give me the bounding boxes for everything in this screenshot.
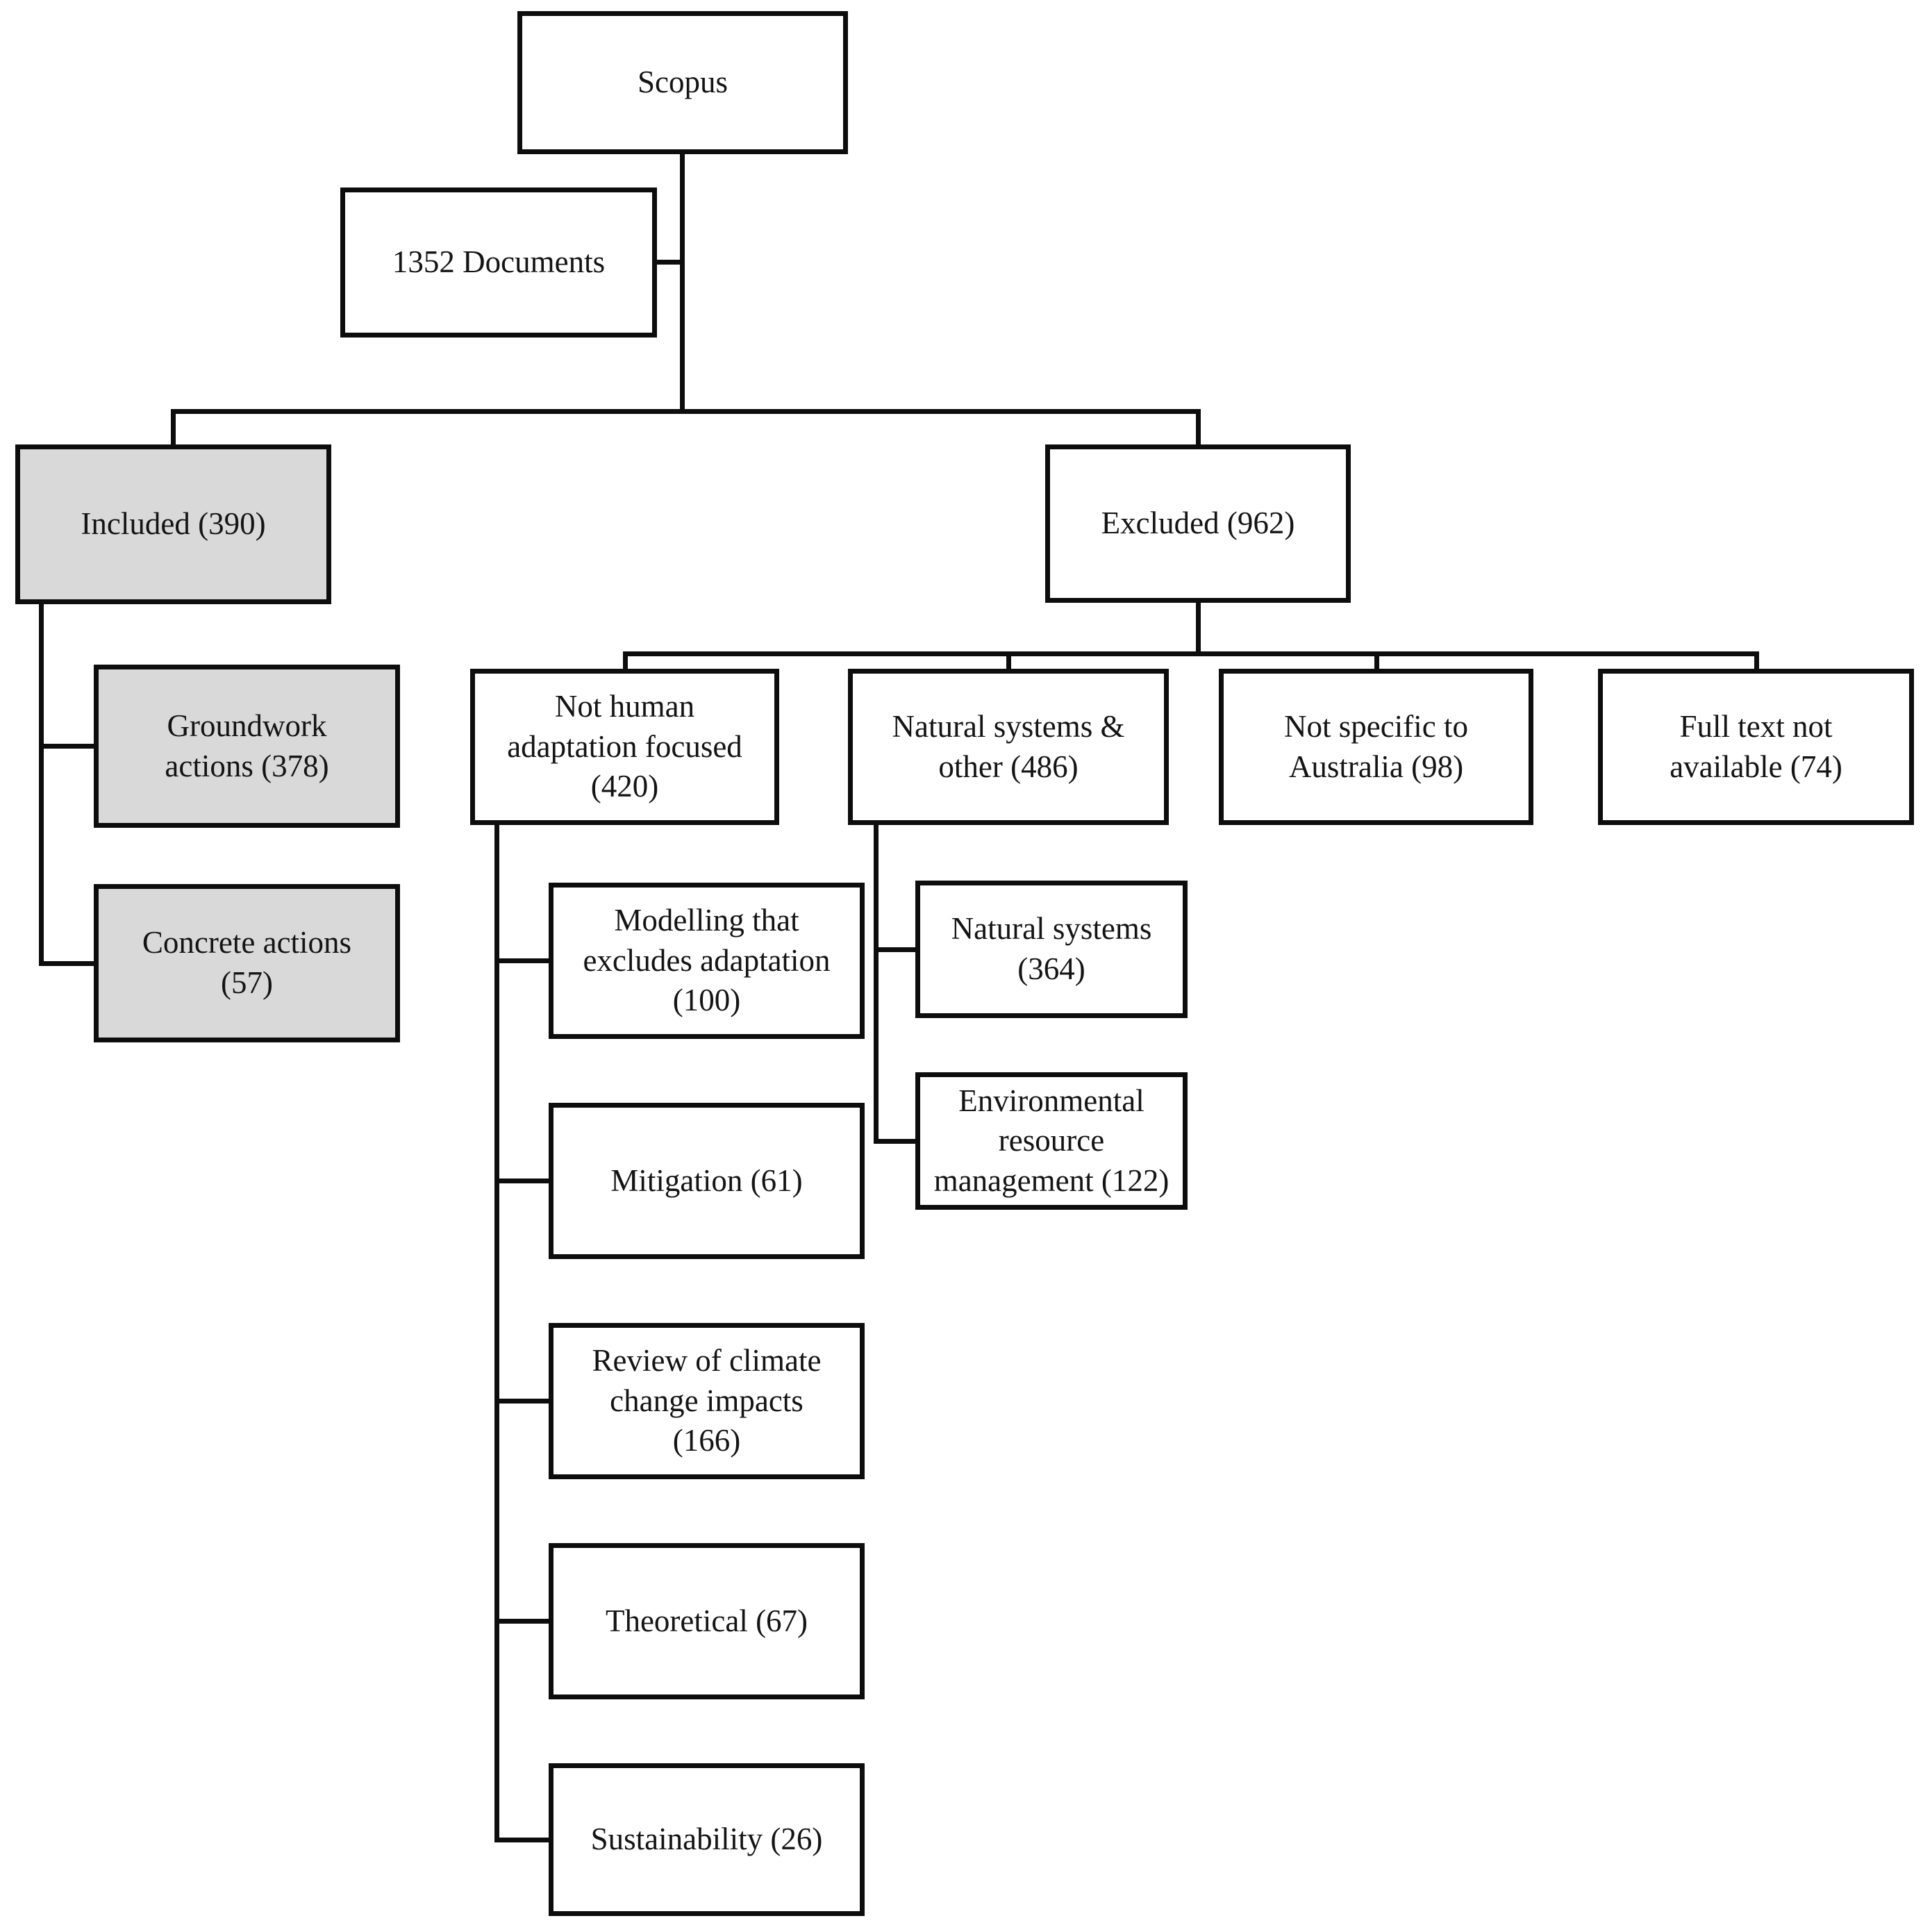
edge-sustainability-stub [494, 1838, 553, 1842]
edge-modelling-stub [494, 958, 553, 963]
edge-drop-not-australia [1374, 651, 1379, 672]
edge-included-spine [39, 601, 44, 966]
node-full-text-not-available-label: Full text not available (74) [1670, 708, 1842, 784]
edge-excluded-drop [1196, 409, 1201, 448]
node-not-specific-australia-label: Not specific to Australia (98) [1284, 708, 1468, 784]
edge-documents-stub [653, 260, 685, 265]
node-modelling-excludes-adaptation-label: Modelling that excludes adaptation (100) [583, 903, 831, 1018]
node-mitigation: Mitigation (61) [549, 1103, 865, 1259]
node-natural-systems-other: Natural systems & other (486) [848, 669, 1169, 825]
node-not-human-adaptation: Not human adaptation focused (420) [470, 669, 779, 825]
edge-excluded-descender [1196, 599, 1201, 656]
node-scopus-label: Scopus [637, 65, 728, 100]
node-groundwork-actions: Groundwork actions (378) [94, 665, 400, 828]
node-review-climate-impacts: Review of climate change impacts (166) [549, 1323, 865, 1479]
node-excluded-label: Excluded (962) [1101, 506, 1295, 541]
node-mitigation-label: Mitigation (61) [610, 1163, 803, 1198]
edge-included-drop [171, 409, 176, 448]
edge-drop-not-human [623, 651, 628, 672]
edge-groundwork-stub [39, 744, 99, 749]
node-environmental-resource-mgmt: Environmental resource management (122) [915, 1072, 1188, 1210]
node-sustainability: Sustainability (26) [549, 1763, 865, 1916]
edge-drop-natural-other [1006, 651, 1011, 672]
node-not-specific-australia: Not specific to Australia (98) [1219, 669, 1533, 825]
node-full-text-not-available: Full text not available (74) [1598, 669, 1914, 825]
node-scopus: Scopus [517, 11, 848, 154]
node-excluded: Excluded (962) [1045, 444, 1351, 603]
edge-natural-spine [874, 822, 879, 1144]
node-not-human-adaptation-label: Not human adaptation focused (420) [507, 689, 742, 804]
edge-drop-full-text [1754, 651, 1759, 672]
edge-level1-horizontal [171, 409, 1201, 414]
node-natural-systems: Natural systems (364) [915, 881, 1188, 1018]
edge-theoretical-stub [494, 1619, 553, 1624]
node-documents-label: 1352 Documents [392, 244, 606, 280]
node-natural-systems-other-label: Natural systems & other (486) [892, 708, 1125, 784]
node-natural-systems-label: Natural systems (364) [951, 911, 1152, 986]
node-groundwork-actions-label: Groundwork actions (378) [165, 708, 329, 783]
edge-not-human-spine [494, 822, 499, 1842]
node-included-label: Included (390) [81, 506, 266, 542]
node-modelling-excludes-adaptation: Modelling that excludes adaptation (100) [549, 883, 865, 1039]
edge-mitigation-stub [494, 1179, 553, 1183]
edge-scopus-vertical [680, 151, 685, 414]
edge-review-stub [494, 1399, 553, 1404]
node-theoretical-label: Theoretical (67) [605, 1603, 808, 1638]
node-sustainability-label: Sustainability (26) [590, 1822, 823, 1857]
node-documents: 1352 Documents [340, 188, 657, 338]
edge-environmental-stub [874, 1139, 919, 1144]
node-environmental-resource-mgmt-label: Environmental resource management (122) [933, 1083, 1169, 1198]
edge-concrete-stub [39, 961, 99, 966]
node-concrete-actions: Concrete actions (57) [94, 884, 400, 1042]
node-included: Included (390) [15, 444, 331, 604]
node-review-climate-impacts-label: Review of climate change impacts (166) [592, 1343, 822, 1458]
edge-natural-systems-stub [874, 947, 919, 952]
edge-level2-horizontal [623, 651, 1759, 656]
node-concrete-actions-label: Concrete actions (57) [142, 925, 352, 1000]
node-theoretical: Theoretical (67) [549, 1543, 865, 1699]
